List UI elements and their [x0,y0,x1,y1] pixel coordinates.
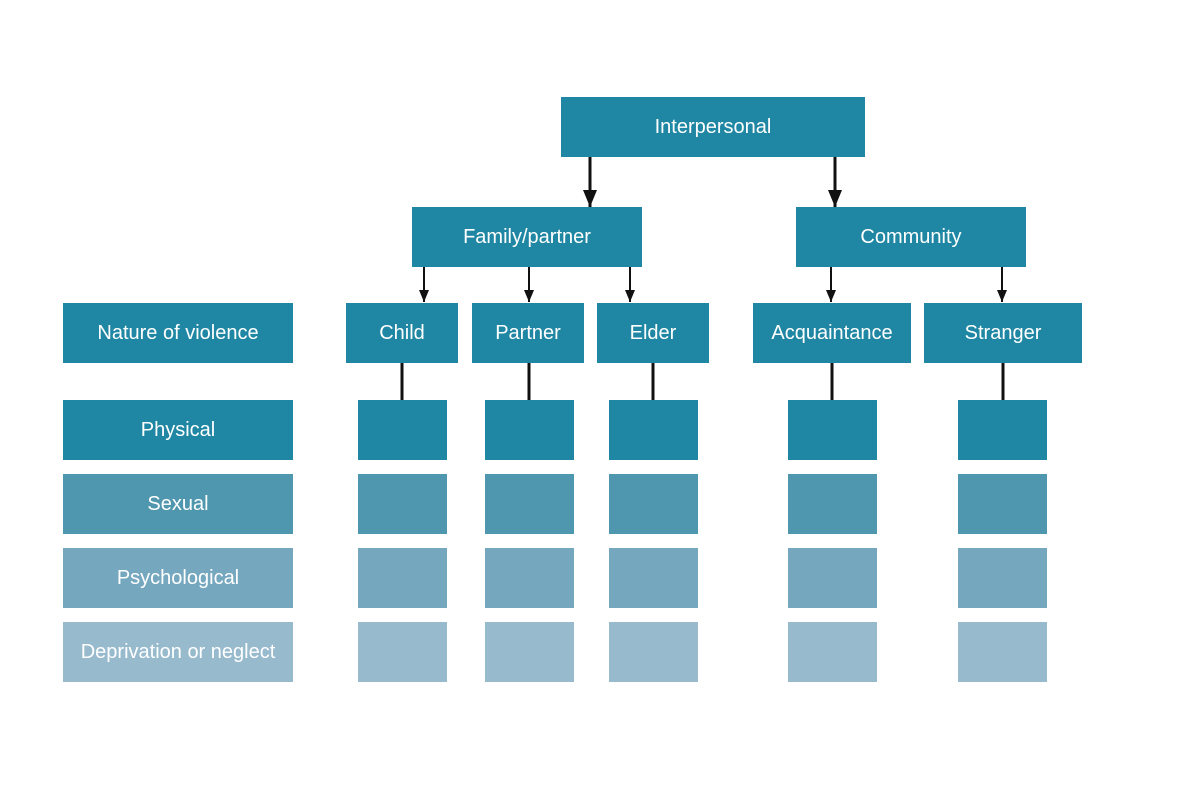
nature-deprivation: Deprivation or neglect [63,622,293,682]
node-interpersonal-label: Interpersonal [654,115,772,138]
cell-partner-sexual [485,474,574,534]
cell-partner-deprivation [485,622,574,682]
node-community-label: Community [860,225,962,248]
cell-stranger-psychological [958,548,1047,608]
node-acquaintance-label: Acquaintance [771,321,893,344]
node-stranger-label: Stranger [964,321,1042,344]
node-family-partner-label: Family/partner [463,225,591,248]
cell-child-sexual [358,474,447,534]
node-stranger: Stranger [924,303,1082,363]
cell-child-physical [358,400,447,460]
cell-acquaintance-physical [788,400,877,460]
node-interpersonal: Interpersonal [561,97,865,157]
nature-sexual-label: Sexual [147,492,209,515]
nature-sexual: Sexual [63,474,293,534]
cell-child-deprivation [358,622,447,682]
cell-child-psychological [358,548,447,608]
cell-acquaintance-deprivation [788,622,877,682]
cell-acquaintance-sexual [788,474,877,534]
node-elder: Elder [597,303,709,363]
cell-elder-psychological [609,548,698,608]
nature-physical-label: Physical [140,418,216,441]
node-acquaintance: Acquaintance [753,303,911,363]
cell-partner-psychological [485,548,574,608]
node-partner-label: Partner [495,321,561,344]
nature-deprivation-label: Deprivation or neglect [80,640,276,663]
cell-acquaintance-psychological [788,548,877,608]
nature-psychological: Psychological [63,548,293,608]
nature-of-violence-label: Nature of violence [97,321,259,344]
node-partner: Partner [472,303,584,363]
node-child: Child [346,303,458,363]
arrowhead-root-community [828,190,842,207]
cell-stranger-sexual [958,474,1047,534]
node-family-partner: Family/partner [412,207,642,267]
nature-physical: Physical [63,400,293,460]
cell-elder-physical [609,400,698,460]
cell-stranger-deprivation [958,622,1047,682]
node-child-label: Child [379,321,425,344]
node-elder-label: Elder [629,321,677,344]
cell-partner-physical [485,400,574,460]
node-community: Community [796,207,1026,267]
cell-elder-sexual [609,474,698,534]
nature-of-violence-header: Nature of violence [63,303,293,363]
nature-psychological-label: Psychological [116,566,240,589]
cell-elder-deprivation [609,622,698,682]
cell-stranger-physical [958,400,1047,460]
arrowhead-root-family [583,190,597,207]
